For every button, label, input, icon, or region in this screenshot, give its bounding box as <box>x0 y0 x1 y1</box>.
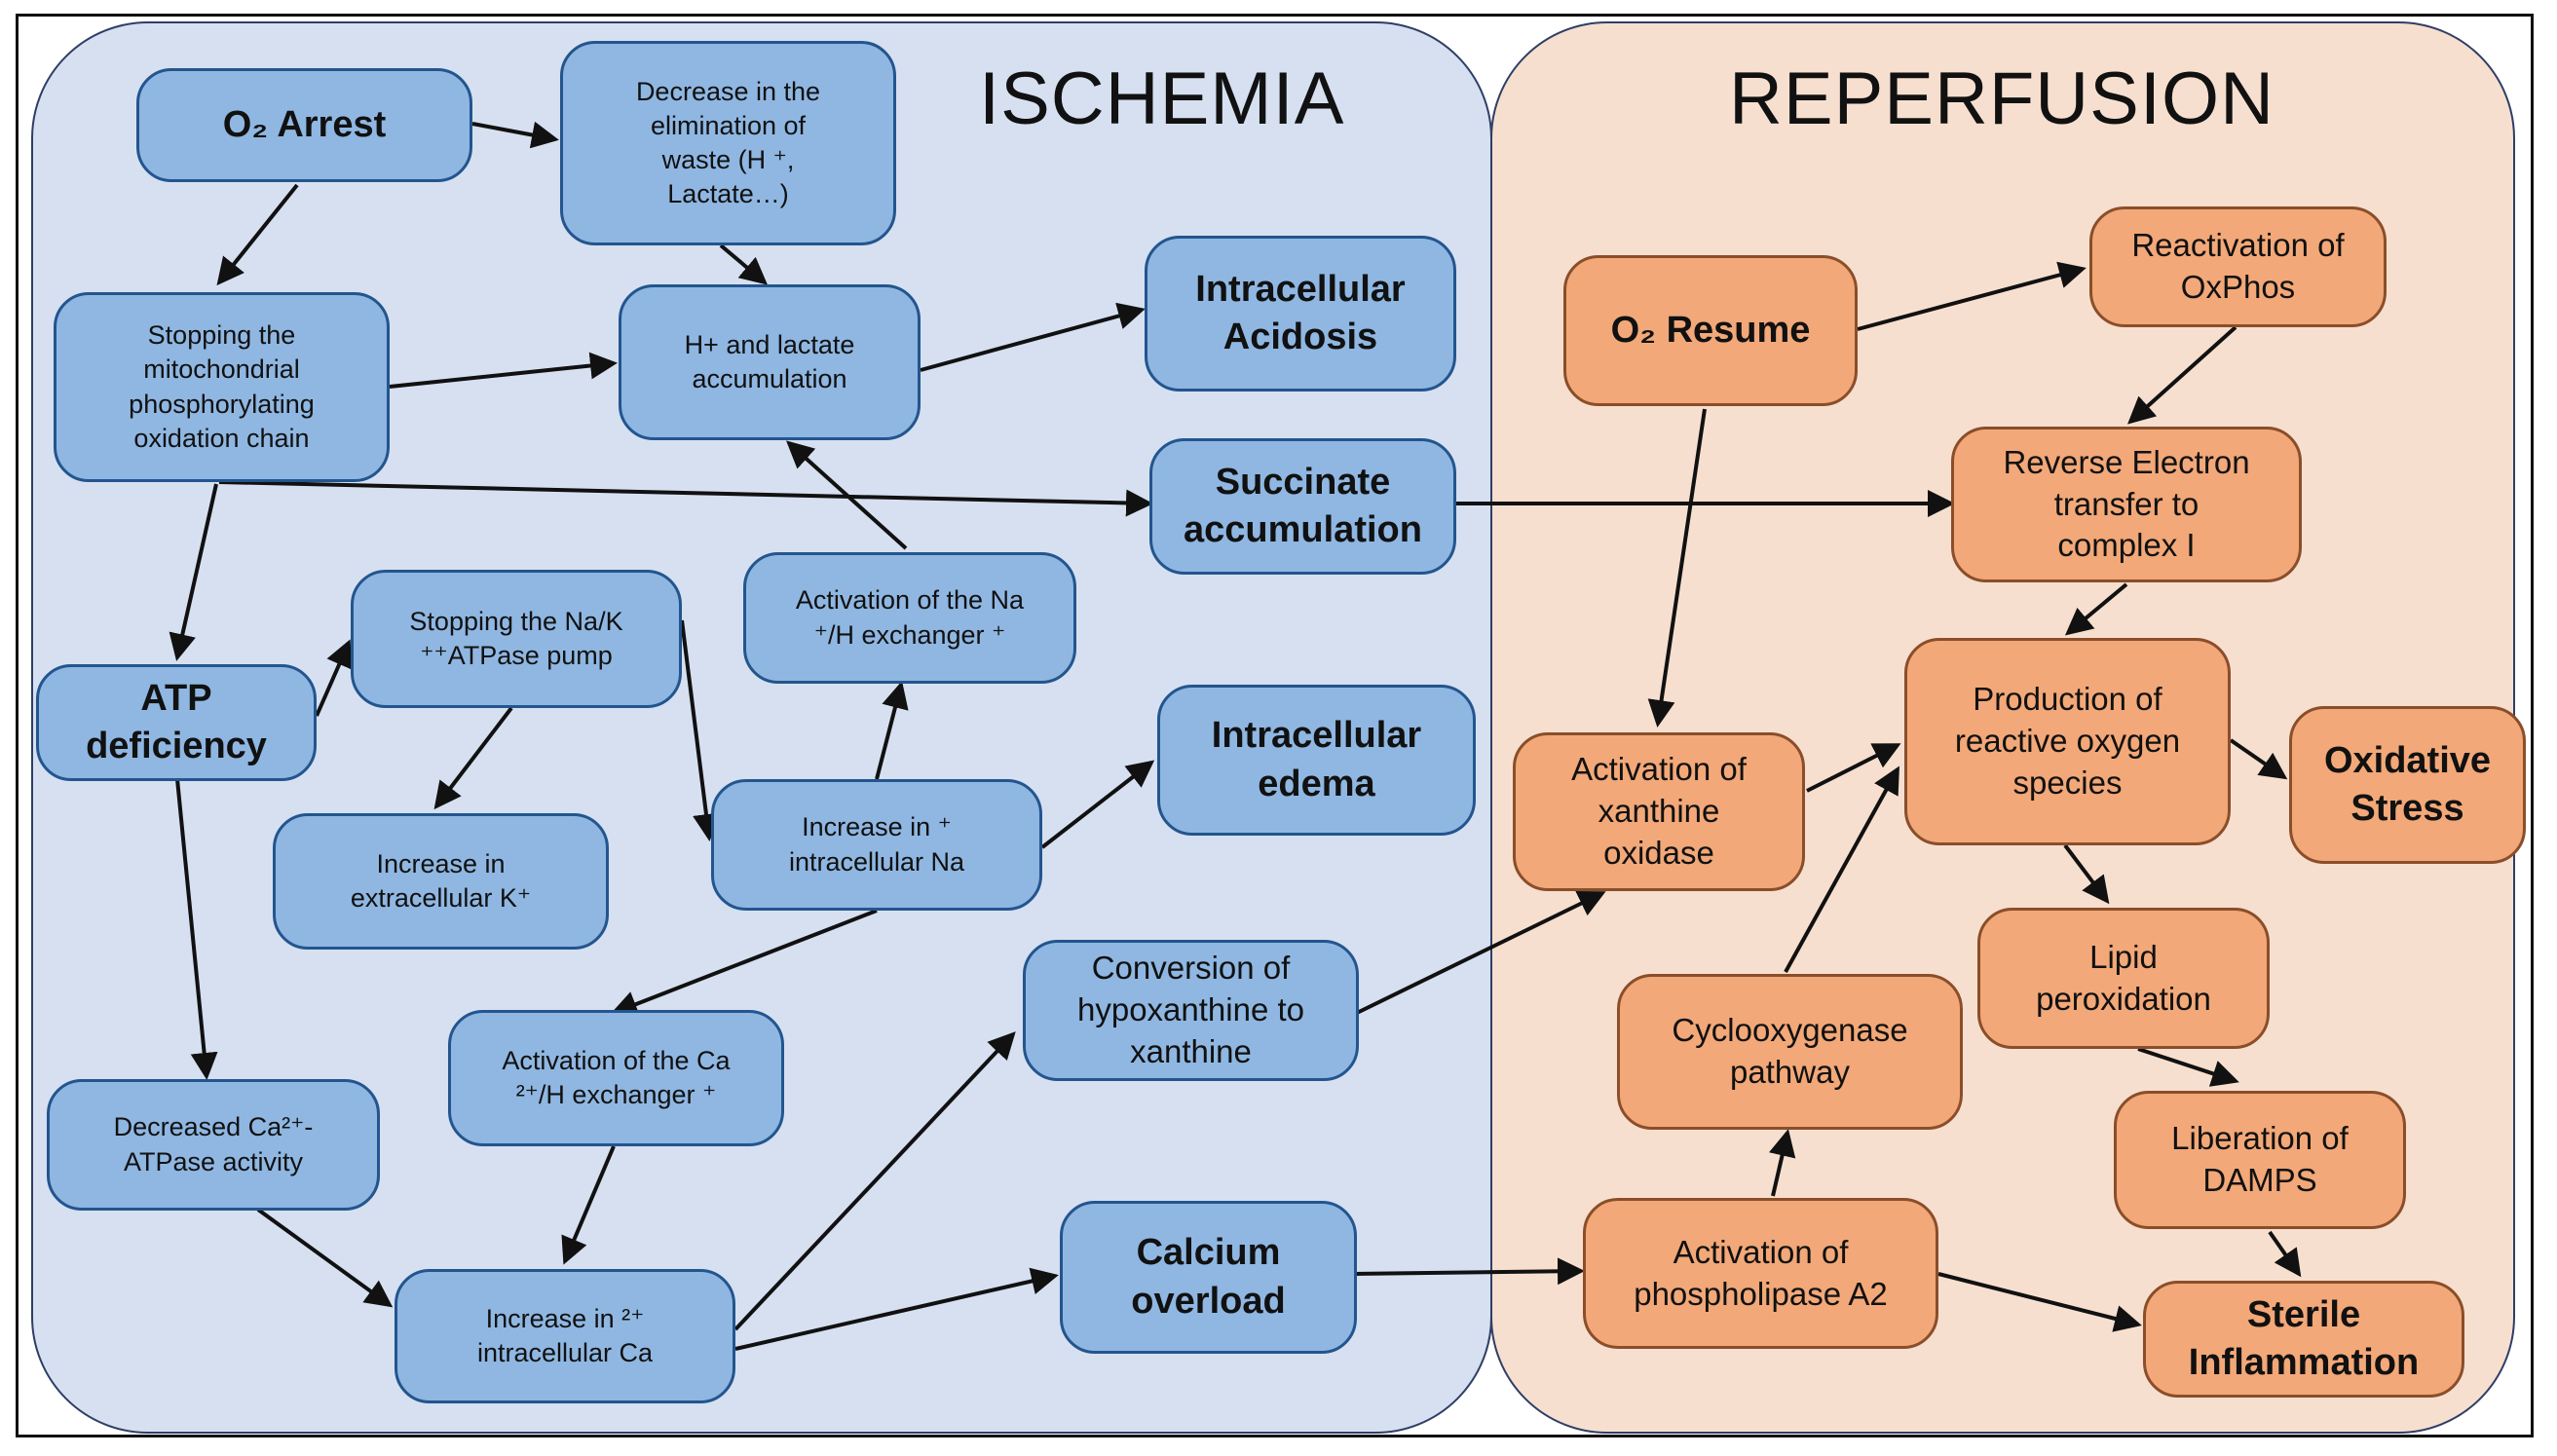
arrow-na-to-nah <box>875 681 909 780</box>
node-activation-ca-h-exchanger: Activation of the Ca ²⁺/H exchanger ⁺ <box>448 1010 784 1146</box>
arrow-phospholipase-to-cyclooxygenase <box>1768 1129 1796 1197</box>
arrow-o2resume-to-oxphos <box>1857 261 2087 331</box>
arrow-mito-to-succinate <box>218 480 1153 517</box>
node-stopping-nak-pump: Stopping the Na/K ⁺⁺ATPase pump <box>351 570 682 708</box>
node-liberation-damps: Liberation of DAMPS <box>2114 1091 2406 1229</box>
arrow-atp-to-decreased-ca <box>175 778 218 1080</box>
arrow-o2resume-to-xanthine-oxidase <box>1647 408 1707 728</box>
arrow-mito-to-atp <box>169 483 218 661</box>
arrow-nak-to-k <box>433 706 513 810</box>
node-cyclooxygenase-pathway: Cyclooxygenase pathway <box>1617 974 1963 1130</box>
node-succinate-accumulation: Succinate accumulation <box>1149 438 1456 575</box>
arrow-damps-to-sterile <box>2268 1230 2302 1278</box>
arrow-o2arrest-to-mito <box>216 183 299 286</box>
arrow-ros-to-oxidative-stress <box>2229 738 2288 780</box>
node-calcium-overload: Calcium overload <box>1060 1201 1357 1354</box>
arrow-increase-ca-to-conversion <box>733 1031 1016 1331</box>
arrow-cah-to-increase-ca <box>561 1145 616 1265</box>
node-sterile-inflammation: Sterile Inflammation <box>2143 1281 2464 1398</box>
node-atp-deficiency: ATP deficiency <box>36 664 317 781</box>
arrow-hlactate-to-acidosis <box>920 302 1146 372</box>
outer-frame <box>16 14 2534 1437</box>
node-reactivation-oxphos: Reactivation of OxPhos <box>2089 206 2387 327</box>
node-intracellular-edema: Intracellular edema <box>1157 685 1476 836</box>
node-o2-resume: O₂ Resume <box>1563 255 1858 406</box>
arrow-reverse-to-ros <box>2064 582 2128 636</box>
arrow-na-to-edema <box>1040 760 1155 849</box>
arrow-nah-to-hlactate <box>786 440 908 550</box>
node-stopping-mitochondrial: Stopping the mitochondrial phosphorylati… <box>54 292 390 482</box>
node-ros-production: Production of reactive oxygen species <box>1904 638 2231 845</box>
node-oxidative-stress: Oxidative Stress <box>2289 706 2526 864</box>
arrow-xanthine-oxidase-to-ros <box>1806 743 1901 793</box>
arrow-phospholipase-to-sterile <box>1937 1272 2142 1332</box>
arrow-atp-to-nak <box>315 639 353 717</box>
arrow-calcium-overload-to-phospholipase <box>1355 1257 1585 1286</box>
arrow-oxphos-to-reverse <box>2127 325 2237 425</box>
reperfusion-title: REPERFUSION <box>1729 57 2275 140</box>
arrow-lipid-to-damps <box>2137 1047 2239 1087</box>
node-intracellular-acidosis: Intracellular Acidosis <box>1145 236 1456 392</box>
arrow-elimination-to-hlactate <box>719 243 769 285</box>
node-decrease-elimination: Decrease in the elimination of waste (H … <box>560 41 896 245</box>
node-activation-phospholipase: Activation of phospholipase A2 <box>1583 1198 1938 1349</box>
node-decreased-ca-atpase: Decreased Ca²⁺- ATPase activity <box>47 1079 380 1211</box>
arrow-mito-to-hlactate <box>389 352 618 389</box>
node-increase-intracellular-ca: Increase in ²⁺ intracellular Ca <box>395 1269 735 1403</box>
node-h-lactate-accumulation: H+ and lactate accumulation <box>619 284 921 440</box>
arrow-na-to-cah <box>610 909 878 1018</box>
node-o2-arrest: O₂ Arrest <box>136 68 472 182</box>
arrow-cyclooxygenase-to-ros <box>1784 765 1899 973</box>
arrow-conversion-to-xanthine-oxidase <box>1356 890 1606 1015</box>
node-activation-na-h-exchanger: Activation of the Na ⁺/H exchanger ⁺ <box>743 552 1076 684</box>
node-increase-intracellular-na: Increase in ⁺ intracellular Na <box>711 779 1042 911</box>
node-activation-xanthine-oxidase: Activation of xanthine oxidase <box>1513 732 1805 891</box>
node-reverse-electron-transfer: Reverse Electron transfer to complex I <box>1951 427 2302 582</box>
arrow-ros-to-lipid <box>2063 843 2110 905</box>
arrow-increase-ca-to-calcium-overload <box>734 1267 1059 1351</box>
arrow-o2arrest-to-elimination <box>471 121 559 149</box>
arrow-decreased-ca-to-increase-ca <box>256 1208 394 1308</box>
node-increase-extracellular-k: Increase in extracellular K⁺ <box>273 813 609 950</box>
arrow-nak-to-na <box>680 619 720 841</box>
node-conversion-hypoxanthine: Conversion of hypoxanthine to xanthine <box>1023 940 1359 1081</box>
node-lipid-peroxidation: Lipid peroxidation <box>1977 908 2270 1049</box>
ischemia-title: ISCHEMIA <box>979 57 1345 140</box>
